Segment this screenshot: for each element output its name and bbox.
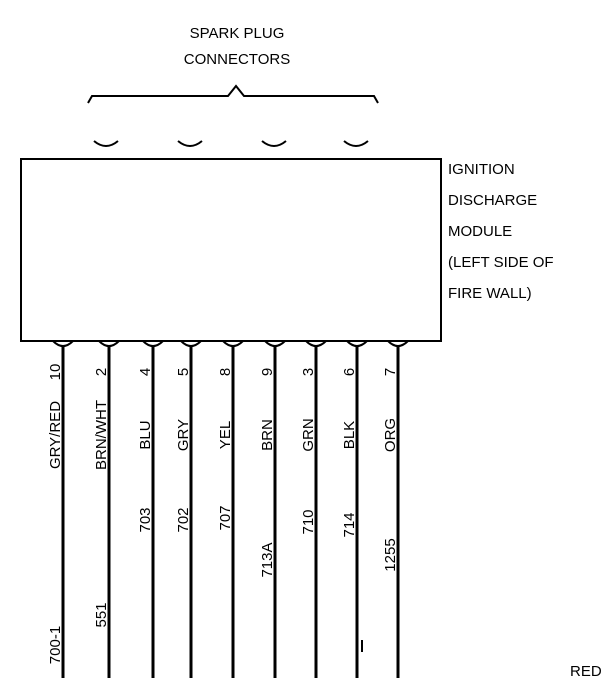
wire-pin-number: 3 — [300, 368, 317, 376]
connector-brace — [87, 84, 379, 104]
wire-pin-number: 8 — [217, 368, 234, 376]
corner-label: RED — [570, 663, 602, 678]
wire-circuit-number: 703 — [137, 507, 154, 532]
spark-plug-connector — [261, 140, 287, 147]
module-label-line: IGNITION — [448, 161, 515, 178]
wire-pin-number: 5 — [175, 368, 192, 376]
spark-plug-connector — [343, 140, 369, 147]
ignition-discharge-module-box — [20, 158, 442, 342]
wire-pin-number: 6 — [341, 368, 358, 376]
wire-circuit-number: 700-1 — [47, 626, 64, 664]
wire-color-label: BLK — [341, 421, 358, 449]
module-label-line: DISCHARGE — [448, 192, 537, 209]
wire-circuit-number: 707 — [217, 505, 234, 530]
wire-color-label: BLU — [137, 420, 154, 449]
wire-pin-number: 10 — [47, 364, 64, 381]
wire-color-label: ORG — [382, 418, 399, 452]
wire-circuit-number: 1255 — [382, 538, 399, 571]
module-label-line: FIRE WALL) — [448, 285, 532, 302]
spark-plug-connector — [177, 140, 203, 147]
wire-pin-number: 9 — [259, 368, 276, 376]
module-label-line: (LEFT SIDE OF — [448, 254, 554, 271]
module-label-line: MODULE — [448, 223, 512, 240]
wire-color-label: BRN/WHT — [93, 400, 110, 470]
spark-plug-connector — [93, 140, 119, 147]
wire-circuit-number: 713A — [259, 542, 276, 577]
wire-color-label: BRN — [259, 419, 276, 451]
wire-circuit-number: 714 — [341, 512, 358, 537]
spark-plug-connectors — [93, 140, 369, 147]
wire-circuit-number: 710 — [300, 509, 317, 534]
wire-color-label: GRY — [175, 419, 192, 451]
wire-pin-number: 2 — [93, 368, 110, 376]
wire-pin-number: 4 — [137, 368, 154, 376]
wire-circuit-number: 702 — [175, 507, 192, 532]
wire-pin-number: 7 — [382, 368, 399, 376]
header-line-1: SPARK PLUG — [190, 25, 285, 42]
module-label: IGNITION DISCHARGE MODULE (LEFT SIDE OF … — [448, 161, 554, 302]
wire-color-label: GRN — [300, 418, 317, 451]
wire-circuit-number: 551 — [93, 602, 110, 627]
wire-color-label: GRY/RED — [47, 401, 64, 469]
header-line-2: CONNECTORS — [184, 51, 290, 68]
wire-color-label: YEL — [217, 421, 234, 449]
